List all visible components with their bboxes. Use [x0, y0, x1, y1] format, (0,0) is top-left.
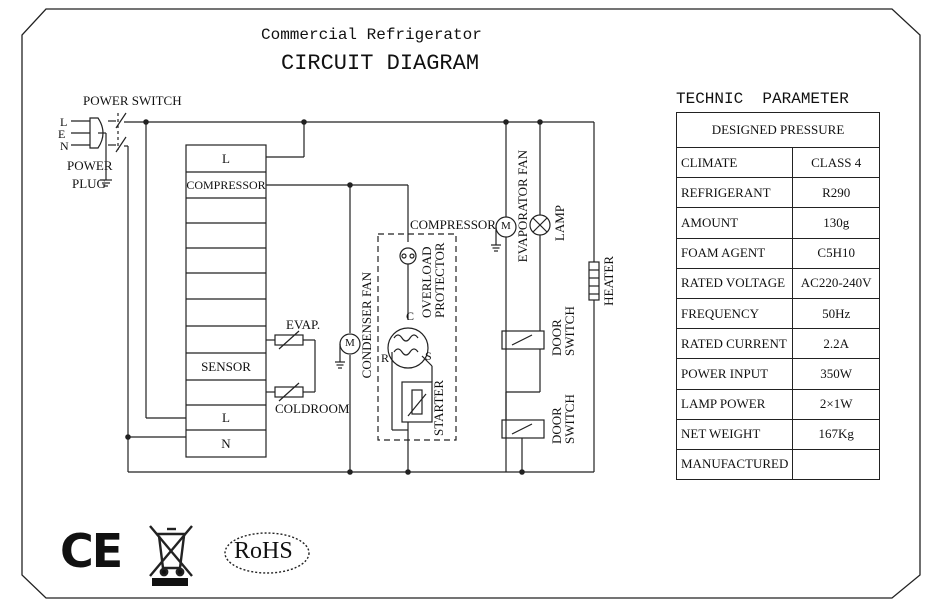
parameter-value: CLASS 4	[792, 146, 880, 179]
parameter-value: 167Kg	[792, 418, 880, 450]
overload-protector-icon	[399, 247, 417, 320]
terminal-l-top: L	[222, 151, 230, 166]
parameter-label: RATED VOLTAGE	[675, 267, 794, 299]
parameter-value: C5H10	[792, 237, 880, 269]
parameter-label: MANUFACTURED	[675, 448, 794, 481]
rohs-mark: RoHS	[234, 538, 293, 564]
coldroom-sensor-label: COLDROOM	[275, 401, 350, 416]
parameter-value: R290	[792, 177, 880, 209]
parameter-value: 130g	[792, 207, 880, 239]
door-switch-2-icon	[501, 419, 545, 439]
compressor-pin-c: C	[406, 309, 415, 323]
condenser-fan-motor-letter: M	[345, 337, 355, 349]
terminal-sensor: SENSOR	[201, 359, 251, 374]
parameter-value: 50Hz	[792, 297, 880, 330]
ce-mark: CE	[60, 524, 123, 578]
parameters-header: DESIGNED PRESSURE	[676, 112, 880, 148]
door-switch-1-label: DOOR SWITCH	[549, 306, 577, 356]
plug-pin-n: N	[60, 139, 69, 153]
evaporator-fan-motor-letter: M	[501, 220, 511, 232]
plug-pin-e: E	[58, 127, 66, 141]
parameter-label: NET WEIGHT	[675, 418, 794, 450]
parameter-value: 2×1W	[792, 388, 880, 420]
parameters-header-row: DESIGNED PRESSURE	[676, 112, 880, 148]
parameter-label: CLIMATE	[675, 146, 794, 179]
parameters-title: TECHNIC PARAMETER	[676, 90, 849, 108]
condenser-fan-label: CONDENSER FAN	[359, 272, 374, 379]
terminal-block	[185, 144, 267, 458]
heater-icon	[588, 261, 600, 301]
door-switch-1-icon	[501, 330, 545, 350]
parameter-label: POWER INPUT	[675, 358, 794, 390]
crossed-wheelie-bin-icon	[149, 525, 193, 586]
parameter-label: FREQUENCY	[675, 297, 794, 330]
door-switch-2-label: DOOR SWITCH	[549, 394, 577, 444]
compressor-pin-s: S	[425, 349, 432, 363]
power-plug-icon	[71, 117, 112, 187]
evap-sensor-icon	[266, 330, 316, 392]
lamp-icon	[529, 214, 551, 236]
terminal-compressor: COMPRESSOR	[186, 178, 266, 192]
compressor-label: COMPRESSOR	[410, 217, 496, 232]
outer-frame	[21, 8, 921, 599]
parameter-label: RATED CURRENT	[675, 328, 794, 360]
evaporator-fan-motor-icon	[491, 216, 517, 252]
parameter-label: LAMP POWER	[675, 388, 794, 420]
diagram-title: CIRCUIT DIAGRAM	[281, 51, 480, 76]
lamp-label: LAMP	[552, 205, 567, 242]
compressor-enclosure	[377, 233, 457, 441]
condenser-fan-motor-icon	[335, 333, 361, 369]
diagram-subtitle: Commercial Refrigerator	[261, 26, 482, 44]
power-switch-icon	[108, 112, 127, 153]
terminal-n: N	[221, 436, 231, 451]
heater-label: HEATER	[601, 256, 616, 306]
coldroom-sensor-icon	[266, 382, 315, 402]
parameter-label: REFRIGERANT	[675, 177, 794, 209]
power-switch-label: POWER SWITCH	[83, 93, 182, 108]
parameter-value: 350W	[792, 358, 880, 390]
power-plug-label-line1: POWER	[67, 158, 113, 173]
evaporator-fan-label: EVAPORATOR FAN	[515, 150, 530, 263]
evap-sensor-label: EVAP.	[286, 317, 321, 332]
parameter-label: FOAM AGENT	[675, 237, 794, 269]
starter-icon	[392, 366, 433, 472]
parameter-value	[792, 448, 880, 481]
overload-protector-label: OVERLOAD PROTECTOR	[419, 242, 447, 318]
parameter-value: AC220-240V	[792, 267, 880, 299]
plug-pin-l: L	[60, 115, 68, 129]
parameter-label: AMOUNT	[675, 207, 794, 239]
terminal-l-bottom: L	[222, 410, 230, 425]
compressor-motor-icon	[387, 327, 433, 430]
rohs-ellipse	[224, 532, 310, 574]
parameter-value: 2.2A	[792, 328, 880, 360]
starter-label: STARTER	[431, 380, 446, 436]
parameter-row: MANUFACTURED	[675, 448, 880, 481]
power-plug-label-line2: PLUG	[72, 176, 106, 191]
compressor-pin-r: R	[381, 351, 390, 365]
